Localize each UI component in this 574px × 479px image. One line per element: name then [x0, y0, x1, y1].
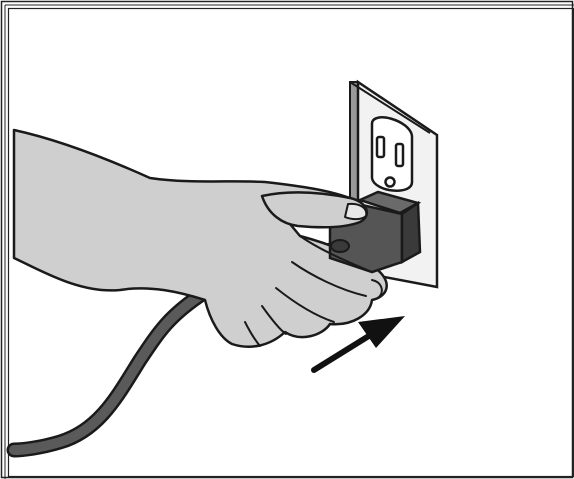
outlet-slot-right [396, 144, 403, 166]
thumbnail [345, 204, 366, 219]
outlet-ground-hole [386, 178, 395, 187]
outlet-slot-left [377, 137, 384, 157]
arrow-head [358, 316, 405, 348]
plug-side [402, 203, 420, 262]
